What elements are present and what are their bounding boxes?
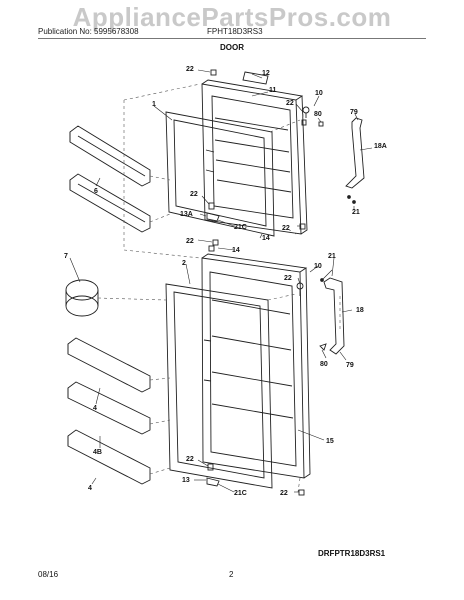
callout-22: 22	[190, 191, 198, 198]
small-hardware-upper	[206, 69, 356, 246]
header-rule	[38, 38, 426, 39]
page-number: 2	[229, 570, 234, 579]
callout-21C: 21C	[234, 490, 247, 497]
callout-21C: 21C	[234, 224, 247, 231]
callout-22: 22	[186, 238, 194, 245]
fresh-food-hinge-bracket	[323, 277, 345, 355]
callout-11: 11	[269, 87, 277, 94]
callout-79: 79	[346, 362, 354, 369]
callout-80: 80	[314, 111, 322, 118]
callout-21: 21	[352, 209, 360, 216]
drawing-code: DRFPTR18D3RS1	[318, 549, 386, 558]
fresh-food-shelf-2	[67, 381, 151, 435]
callout-2: 2	[182, 260, 186, 267]
callout-1: 1	[152, 101, 156, 108]
model-number: FPHT18D3RS3	[207, 27, 263, 36]
freezer-door-shelf-upper	[69, 125, 151, 187]
callout-12: 12	[262, 70, 270, 77]
callout-18A: 18A	[374, 143, 387, 150]
callout-4B: 4B	[93, 449, 102, 456]
callout-22: 22	[286, 100, 294, 107]
fresh-food-shelf-3	[67, 429, 151, 485]
callout-4: 4	[93, 405, 97, 412]
callout-7: 7	[64, 253, 68, 260]
fresh-food-shelf-1	[67, 337, 151, 393]
egg-tray	[65, 279, 99, 317]
freezer-door-shelf-lower	[69, 173, 151, 233]
leader-lines	[69, 69, 373, 493]
callout-4: 4	[88, 485, 92, 492]
callout-15: 15	[326, 438, 334, 445]
callout-22: 22	[186, 456, 194, 463]
callout-22: 22	[282, 225, 290, 232]
section-title: DOOR	[220, 43, 244, 52]
callout-22: 22	[280, 490, 288, 497]
publication-number: Publication No: 5995678308	[38, 27, 139, 36]
small-hardware-lower	[206, 245, 327, 496]
callout-80: 80	[320, 361, 328, 368]
callout-14: 14	[232, 247, 240, 254]
freezer-hinge-bracket	[345, 117, 365, 189]
callout-6: 6	[94, 188, 98, 195]
alignment-lines	[97, 83, 341, 493]
callout-22: 22	[186, 66, 194, 73]
callout-10: 10	[315, 90, 323, 97]
callout-10: 10	[314, 263, 322, 270]
freezer-door-gasket	[165, 111, 275, 237]
callout-14: 14	[262, 235, 270, 242]
freezer-door-panel	[201, 79, 308, 235]
callout-13: 13	[182, 477, 190, 484]
fresh-food-door-panel	[201, 253, 311, 479]
callout-18: 18	[356, 307, 364, 314]
footer-date: 08/16	[38, 570, 59, 579]
callout-21: 21	[328, 253, 336, 260]
callout-13A: 13A	[180, 211, 193, 218]
watermark: AppliancePartsPros.com	[72, 2, 392, 32]
callout-79: 79	[350, 109, 358, 116]
callout-22: 22	[284, 275, 292, 282]
fresh-food-door-gasket	[165, 283, 273, 489]
